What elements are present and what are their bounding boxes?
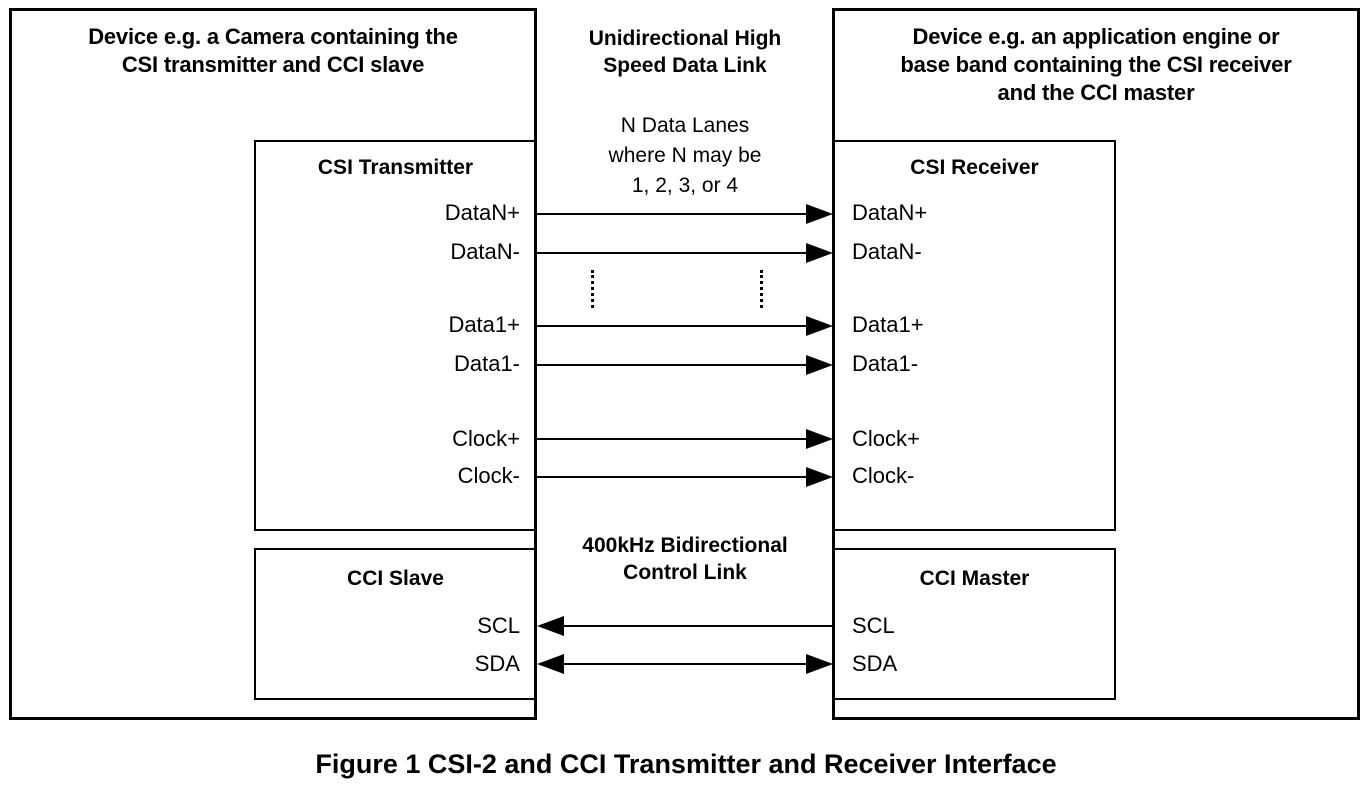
tx-signal-data1-plus: Data1+	[448, 312, 520, 337]
csi-transmitter-title: CSI Transmitter	[317, 156, 474, 179]
tx-signal-clock-minus: Clock-	[457, 463, 520, 488]
cci-master-box	[833, 548, 1116, 700]
wire-datan-plus	[537, 213, 806, 215]
rx-signal-data1-plus: Data1+	[852, 312, 924, 337]
rx-signal-datan-minus: DataN-	[852, 239, 922, 264]
wire-clock-minus	[537, 476, 806, 478]
rx-signal-clock-plus: Clock+	[852, 426, 920, 451]
lane-ellipsis-right	[760, 270, 763, 308]
tx-signal-datan-minus: DataN-	[450, 239, 520, 264]
control-link-title: 400kHz Bidirectional Control Link	[582, 534, 788, 584]
rx-signal-datan-plus: DataN+	[852, 200, 928, 225]
arrowhead-datan-plus	[806, 204, 833, 224]
high-speed-link-title: Unidirectional High Speed Data Link	[588, 27, 782, 77]
cci-master-title: CCI Master	[919, 567, 1030, 590]
tx-signal-datan-plus: DataN+	[444, 200, 520, 225]
arrowhead-data1-plus	[806, 316, 833, 336]
arrowhead-clock-plus	[806, 429, 833, 449]
rx-signal-data1-minus: Data1-	[852, 351, 919, 376]
figure-caption: Figure 1 CSI-2 and CCI Transmitter and R…	[315, 749, 1057, 779]
wire-data1-minus	[537, 364, 806, 366]
wire-data1-plus	[537, 325, 806, 327]
cci-slave-box	[254, 548, 537, 700]
left-device-title: Device e.g. a Camera containing the CSI …	[88, 24, 458, 77]
slave-signal-sda: SDA	[474, 651, 520, 676]
wire-scl	[564, 625, 833, 627]
csi-transmitter-box	[254, 140, 537, 531]
tx-signal-clock-plus: Clock+	[452, 426, 520, 451]
arrowhead-sda-left	[537, 654, 564, 674]
tx-signal-data1-minus: Data1-	[453, 351, 520, 376]
high-speed-link-subtitle: N Data Lanes where N may be 1, 2, 3, or …	[608, 114, 762, 197]
rx-signal-clock-minus: Clock-	[852, 463, 915, 488]
arrowhead-scl-left	[537, 616, 564, 636]
cci-slave-title: CCI Slave	[347, 567, 444, 590]
lane-ellipsis-left	[591, 270, 594, 308]
wire-sda	[564, 663, 806, 665]
slave-signal-scl: SCL	[477, 613, 520, 638]
arrowhead-sda-right	[806, 654, 833, 674]
wire-clock-plus	[537, 438, 806, 440]
right-device-title: Device e.g. an application engine or bas…	[900, 24, 1292, 105]
arrowhead-datan-minus	[806, 243, 833, 263]
arrowhead-data1-minus	[806, 355, 833, 375]
master-signal-scl: SCL	[852, 613, 895, 638]
csi-receiver-title: CSI Receiver	[910, 156, 1039, 179]
wire-datan-minus	[537, 252, 806, 254]
arrowhead-clock-minus	[806, 467, 833, 487]
master-signal-sda: SDA	[852, 651, 898, 676]
csi-receiver-box	[833, 140, 1116, 531]
